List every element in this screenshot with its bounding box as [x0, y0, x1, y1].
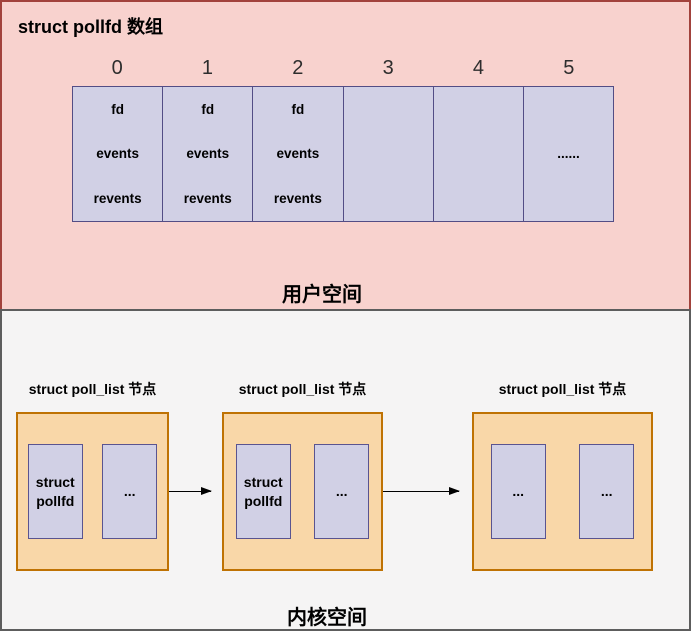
- pollfd-array: fd events revents fd events revents fd e…: [72, 86, 614, 222]
- user-space-label: 用户空间: [282, 284, 362, 306]
- poll-list-node-title-1: struct poll_list 节点: [238, 381, 367, 397]
- field-events: events: [186, 146, 230, 162]
- pollfd-array-title: struct pollfd 数组: [18, 17, 163, 37]
- pollfd-cell-5: ......: [524, 87, 613, 221]
- poll-list-node-1: struct pollfd ...: [222, 412, 383, 571]
- field-fd: fd: [111, 101, 124, 117]
- field-revents: revents: [93, 190, 142, 206]
- array-index-5: 5: [563, 57, 575, 79]
- ellipsis-text: ......: [557, 146, 580, 162]
- node-2-slot-0: ...: [490, 444, 546, 539]
- node-1-slot-1: ...: [314, 444, 370, 539]
- pollfd-cell-3: [344, 87, 434, 221]
- arrow-right-icon: [383, 486, 460, 495]
- field-events: events: [96, 146, 139, 162]
- node-2-slot-1: ...: [579, 444, 635, 539]
- field-events: events: [276, 146, 320, 162]
- node-1-slot-0: struct pollfd: [235, 444, 291, 539]
- field-fd: fd: [291, 101, 305, 117]
- poll-list-node-title-0: struct poll_list 节点: [28, 381, 157, 397]
- field-fd: fd: [201, 101, 215, 117]
- kernel-space-label: 内核空间: [287, 607, 367, 629]
- array-index-1: 1: [201, 57, 214, 79]
- poll-list-node-2: ... ...: [472, 412, 653, 571]
- kernel-space-section: struct poll_list 节点 struct poll_list 节点 …: [0, 309, 691, 631]
- node-0-slot-1: ...: [102, 444, 158, 539]
- field-revents: revents: [183, 190, 232, 206]
- array-index-3: 3: [382, 57, 394, 79]
- array-index-2: 2: [292, 57, 304, 79]
- array-index-0: 0: [111, 57, 123, 79]
- array-index-4: 4: [472, 57, 485, 79]
- user-space-section: struct pollfd 数组 0 1 2 3 4 5 fd events r…: [0, 0, 691, 311]
- node-0-slot-0: struct pollfd: [27, 444, 83, 539]
- poll-list-node-0: struct pollfd ...: [16, 412, 169, 571]
- array-index-row: 0 1 2 3 4 5: [72, 56, 614, 80]
- pollfd-cell-4: [434, 87, 524, 221]
- field-revents: revents: [273, 190, 322, 206]
- arrow-right-icon: [169, 486, 212, 495]
- pollfd-cell-0: fd events revents: [73, 87, 164, 221]
- pollfd-cell-2: fd events revents: [253, 87, 344, 221]
- pollfd-cell-1: fd events revents: [163, 87, 254, 221]
- poll-list-node-title-2: struct poll_list 节点: [498, 381, 627, 397]
